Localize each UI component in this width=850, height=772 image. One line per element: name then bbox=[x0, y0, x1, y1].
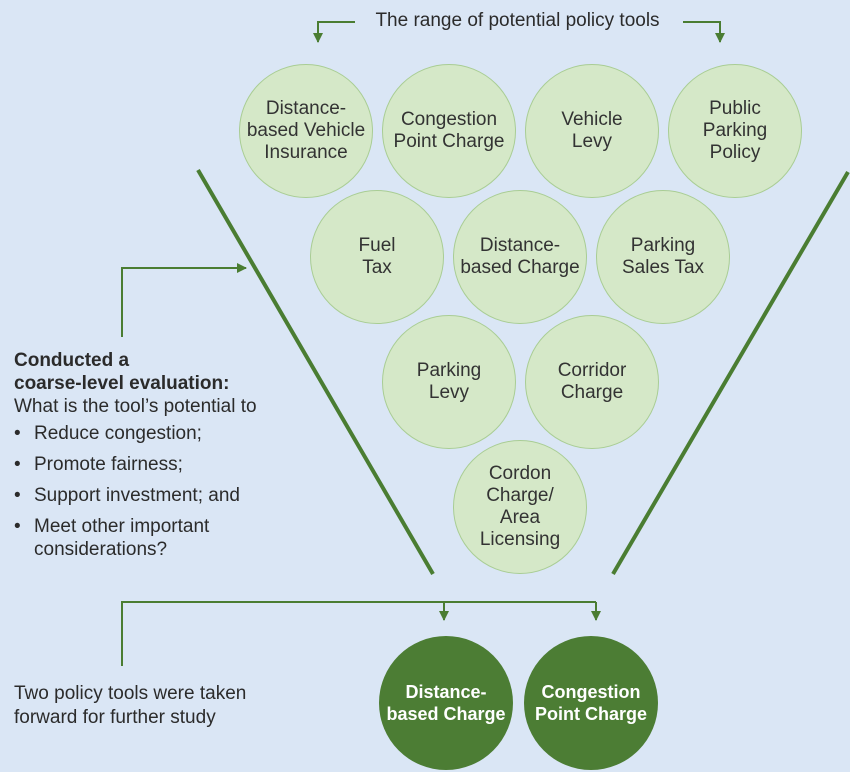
evaluation-question: What is the tool’s potential to bbox=[14, 396, 257, 417]
tool-fuel-tax: Fuel Tax bbox=[310, 190, 444, 324]
header-arrow-left bbox=[313, 21, 355, 43]
selected-congestion-point-charge: Congestion Point Charge bbox=[524, 636, 658, 770]
evaluation-arrow bbox=[121, 263, 247, 337]
header-arrow-right bbox=[683, 21, 725, 43]
tool-parking-sales-tax: Parking Sales Tax bbox=[596, 190, 730, 324]
tool-public-parking-policy: Public Parking Policy bbox=[668, 64, 802, 198]
evaluation-heading-line2: coarse-level evaluation: bbox=[14, 373, 230, 394]
outcome-bracket bbox=[121, 601, 596, 666]
tool-corridor-charge: Corridor Charge bbox=[525, 315, 659, 449]
tool-parking-levy: Parking Levy bbox=[382, 315, 516, 449]
outcome-text-line2: forward for further study bbox=[14, 707, 216, 728]
funnel-left-side bbox=[196, 168, 435, 576]
evaluation-bullet: Reduce congestion; bbox=[14, 422, 314, 445]
tool-vehicle-levy: Vehicle Levy bbox=[525, 64, 659, 198]
evaluation-heading-line1: Conducted a bbox=[14, 350, 130, 371]
tool-congestion-point-charge: Congestion Point Charge bbox=[382, 64, 516, 198]
evaluation-bullet: Promote fairness; bbox=[14, 453, 314, 476]
outcome-text-line1: Two policy tools were taken bbox=[14, 683, 247, 704]
evaluation-bullet: Meet other important considerations? bbox=[14, 515, 314, 561]
evaluation-criteria: Conducted a coarse-level evaluation: Wha… bbox=[14, 349, 314, 569]
outcome-text: Two policy tools were taken forward for … bbox=[14, 682, 314, 730]
tools-header: The range of potential policy tools bbox=[355, 4, 680, 38]
tool-distance-based-charge: Distance- based Charge bbox=[453, 190, 587, 324]
evaluation-bullet: Support investment; and bbox=[14, 484, 314, 507]
tool-distance-based-vehicle-insurance: Distance- based Vehicle Insurance bbox=[239, 64, 373, 198]
selected-distance-based-charge: Distance- based Charge bbox=[379, 636, 513, 770]
evaluation-bullet-list: Reduce congestion; Promote fairness; Sup… bbox=[14, 422, 314, 561]
tool-cordon-charge-area-licensing: Cordon Charge/ Area Licensing bbox=[453, 440, 587, 574]
funnel-right-side bbox=[611, 170, 850, 576]
